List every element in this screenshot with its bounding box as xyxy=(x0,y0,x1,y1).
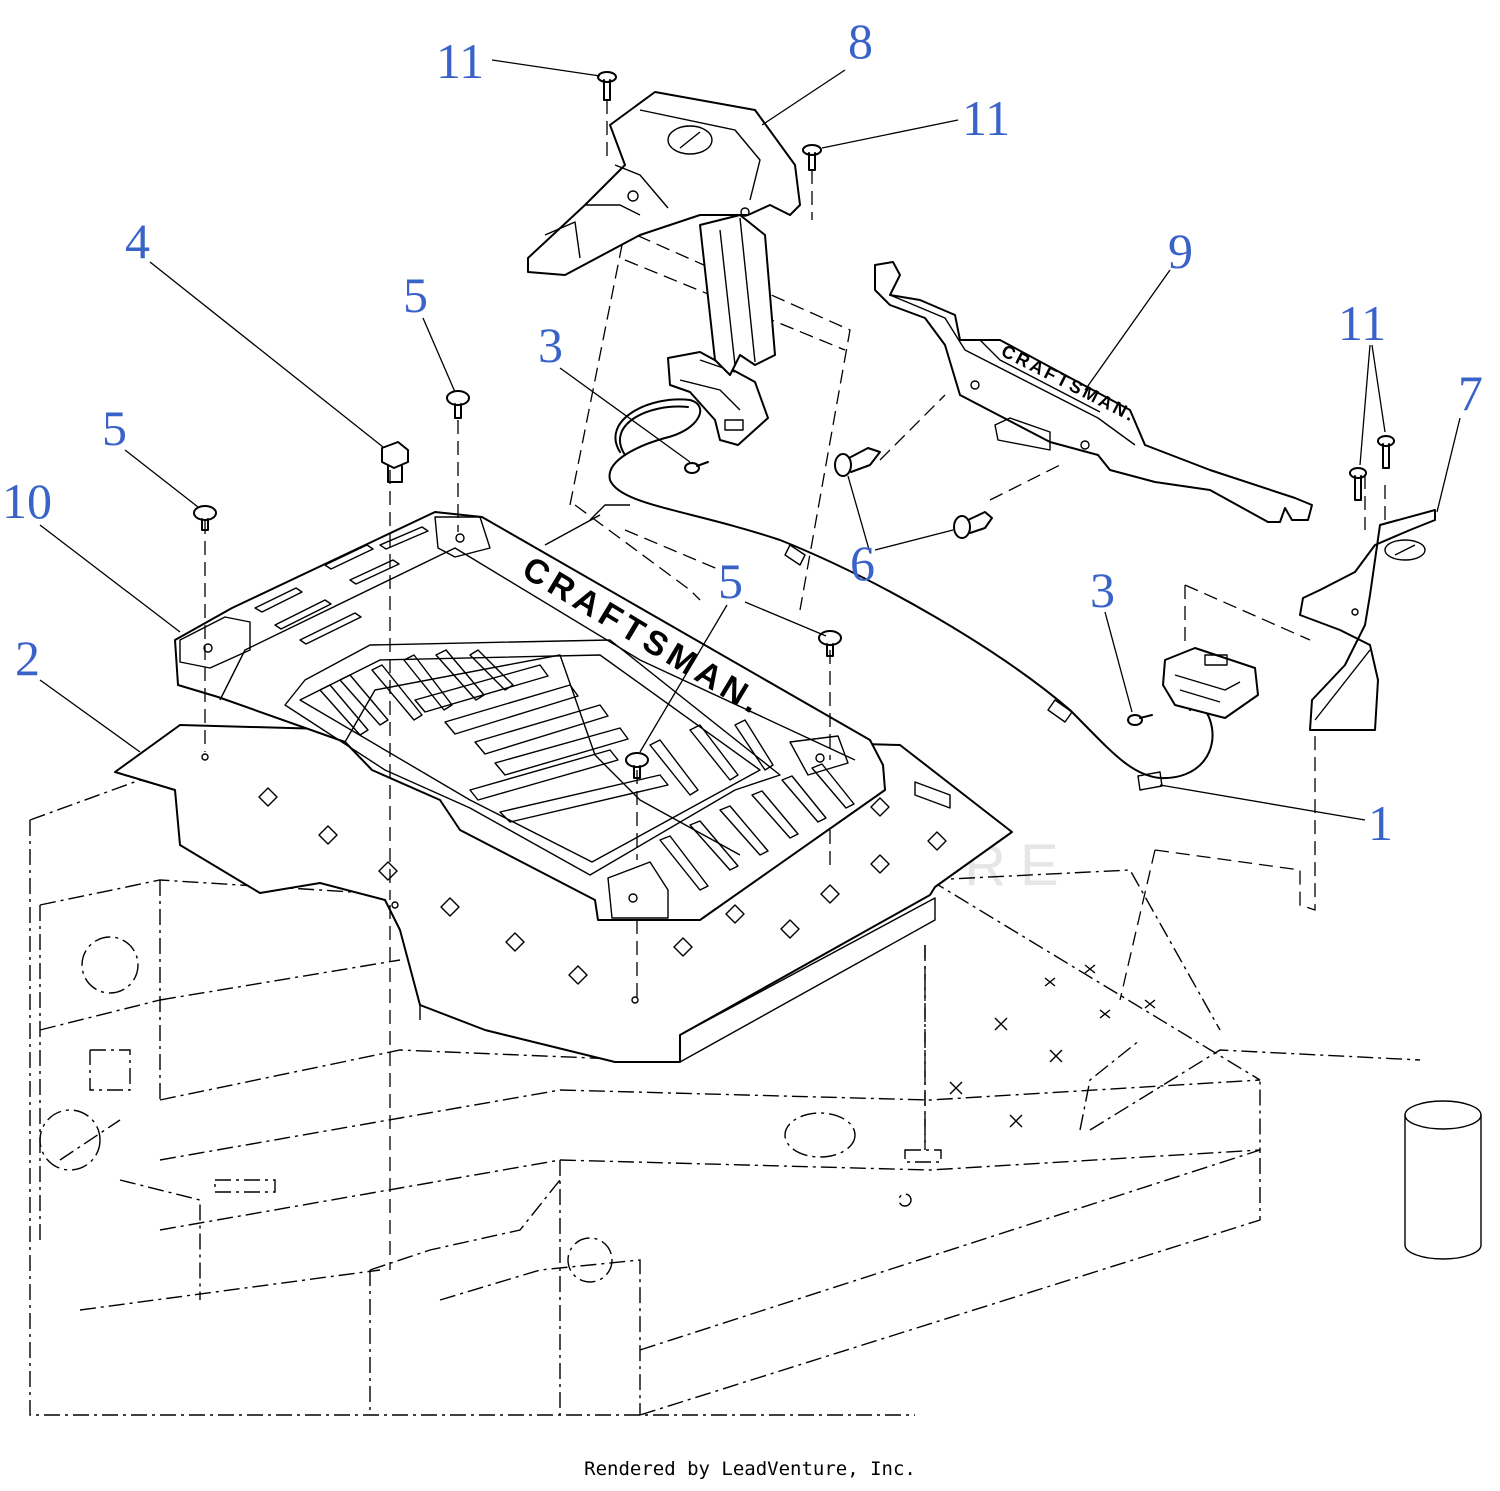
callout-1: 1 xyxy=(1368,795,1393,851)
callout-11: 11 xyxy=(1338,295,1386,351)
bolt-4 xyxy=(381,441,409,483)
callout-9: 9 xyxy=(1168,223,1193,279)
seat-rail: CRAFTSMAN. xyxy=(874,261,1313,523)
callout-6: 6 xyxy=(850,535,875,591)
footer-credit: Rendered by LeadVenture, Inc. xyxy=(584,1458,916,1480)
callout-11: 11 xyxy=(962,90,1010,146)
fastener-5-a xyxy=(446,390,470,419)
callout-7: 7 xyxy=(1458,365,1483,421)
mower-frame xyxy=(29,779,1482,1416)
screw-11-top-right xyxy=(802,144,822,171)
side-bracket xyxy=(1299,509,1436,731)
fastener-5-b xyxy=(193,505,217,531)
mounting-diamonds xyxy=(258,787,947,985)
rivet-6-a xyxy=(834,447,881,477)
screw-11-top-left xyxy=(597,71,617,101)
callout-10: 10 xyxy=(2,473,52,529)
seat-console xyxy=(527,91,801,376)
callout-3: 3 xyxy=(1090,562,1115,618)
fastener-5-d xyxy=(625,752,649,779)
callout-labels: 11 8 11 4 5 3 9 11 7 5 10 6 5 3 2 1 xyxy=(2,13,1483,851)
fasteners xyxy=(193,71,1395,779)
leader-lines xyxy=(39,59,1461,821)
callout-3: 3 xyxy=(538,317,563,373)
callout-5: 5 xyxy=(403,267,428,323)
callout-4: 4 xyxy=(125,213,150,269)
wire-harness xyxy=(544,351,1259,791)
screw-3-a xyxy=(684,461,709,474)
rivet-6-b xyxy=(953,511,993,539)
fastener-5-c xyxy=(818,630,842,657)
callout-5: 5 xyxy=(718,553,743,609)
callout-8: 8 xyxy=(848,13,873,69)
assembly-lines xyxy=(204,100,1386,1270)
screw-11-right-b xyxy=(1377,435,1395,469)
callout-11: 11 xyxy=(436,33,484,89)
callout-5: 5 xyxy=(102,400,127,456)
screw-3-b xyxy=(1127,714,1153,726)
callout-2: 2 xyxy=(15,630,40,686)
screw-11-right-a xyxy=(1349,467,1367,501)
